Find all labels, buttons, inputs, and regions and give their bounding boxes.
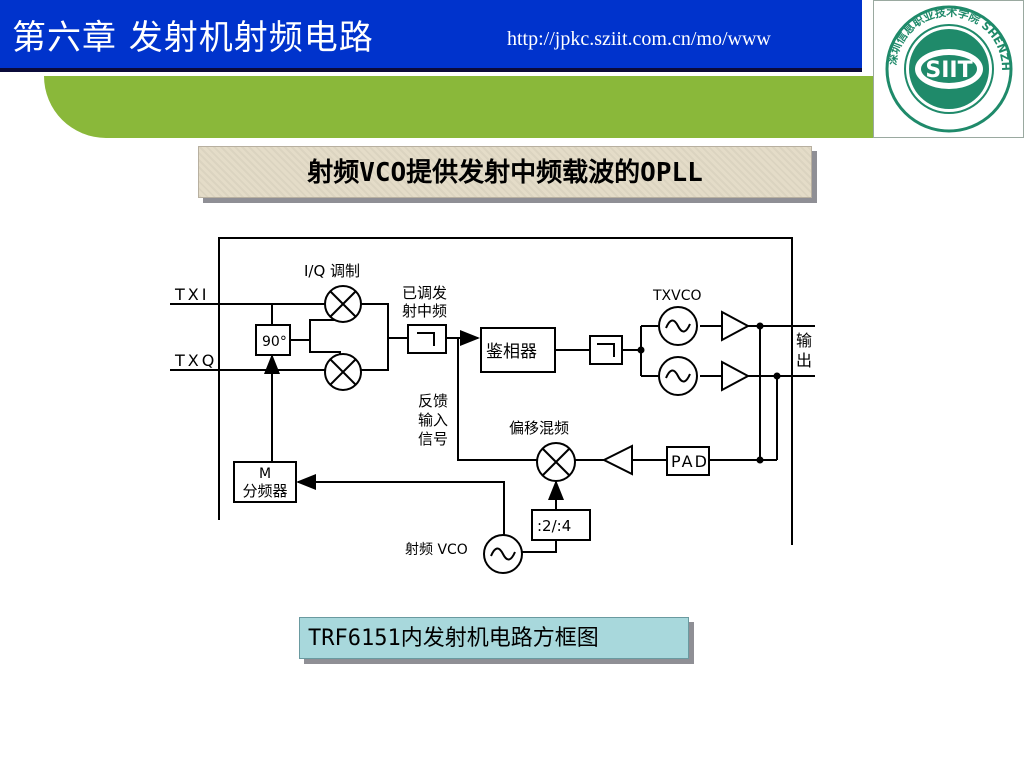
chip-frame <box>218 237 793 545</box>
pad-box <box>666 446 710 476</box>
slide-title-box: 射频VCO提供发射中频载波的OPLL <box>198 146 812 198</box>
phase-shift-label: 90° <box>262 334 287 350</box>
q-mixer-icon <box>324 353 362 391</box>
pad-label: PAD <box>671 452 709 471</box>
modulated-if-label-2: 射中频 <box>402 302 447 320</box>
offset-mixer-label: 偏移混频 <box>509 419 569 437</box>
if-filter-box <box>407 324 447 354</box>
diagram-caption-box: TRF6151内发射机电路方框图 <box>299 617 689 659</box>
phase-detector-box <box>480 327 556 373</box>
m-divider-box <box>233 461 297 503</box>
feedback-label-3: 信号 <box>418 430 448 448</box>
chapter-title: 第六章 发射机射频电路 <box>12 18 374 58</box>
modulated-if-label-1: 已调发 <box>402 284 447 302</box>
txi-label: TXI <box>174 285 209 304</box>
diagram-caption: TRF6151内发射机电路方框图 <box>308 626 599 651</box>
i-mixer-icon <box>324 285 362 323</box>
loop-filter-icon <box>597 343 615 357</box>
amp-upper-icon <box>721 310 751 342</box>
rf-vco-icon <box>483 534 523 574</box>
feedback-label-1: 反馈 <box>418 392 448 410</box>
feedback-label-2: 输入 <box>418 411 448 429</box>
header-bar: 第六章 发射机射频电路 http://jpkc.sziit.com.cn/mo/… <box>0 0 862 72</box>
m-divider-label-2: 分频器 <box>242 482 287 500</box>
offset-mixer-icon <box>536 442 576 482</box>
output-label-1: 输 <box>796 331 812 350</box>
filter-icon <box>417 332 435 346</box>
logo-initials: SIIT <box>925 58 972 83</box>
m-divider-label-1: M <box>259 466 271 482</box>
txvco-label: TXVCO <box>652 288 702 304</box>
phase-shifter-box <box>255 324 291 356</box>
loop-filter-box <box>589 335 623 365</box>
txvco-upper-icon <box>658 306 698 346</box>
divider-ratio-label: :2/:4 <box>537 517 571 535</box>
output-label-2: 出 <box>796 351 812 370</box>
header-url[interactable]: http://jpkc.sziit.com.cn/mo/www <box>507 28 771 50</box>
txvco-lower-icon <box>658 356 698 396</box>
slide-title: 射频VCO提供发射中频载波的OPLL <box>307 158 703 188</box>
txq-label: TXQ <box>174 351 217 370</box>
iq-sum-line <box>361 303 389 371</box>
rf-vco-label: 射频 VCO <box>405 542 468 558</box>
school-logo: SIIT 深圳信息职业技术学院 SHENZHEN INSTITUTE OF IN… <box>869 0 1024 138</box>
divider-box <box>531 509 591 541</box>
phase-detector-label: 鉴相器 <box>486 342 537 362</box>
iq-mod-label: I/Q 调制 <box>304 262 360 280</box>
amp-lower-icon <box>721 360 751 392</box>
green-decorative-band <box>44 76 874 138</box>
feedback-amp-icon <box>601 444 633 476</box>
logo-emblem-icon: SIIT 深圳信息职业技术学院 SHENZHEN INSTITUTE OF IN… <box>869 0 1013 133</box>
